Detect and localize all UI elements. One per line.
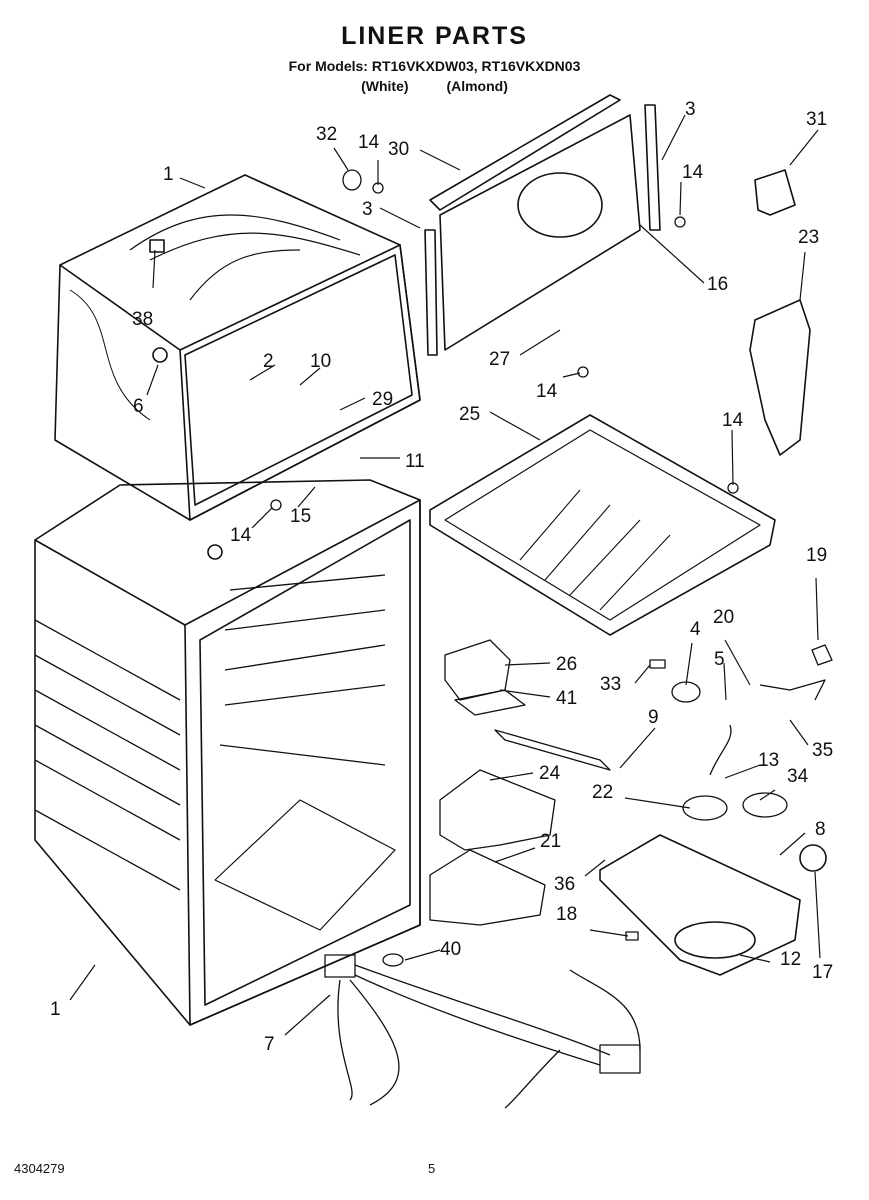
- control-housing: [749, 169, 811, 456]
- color-white-label: (White): [361, 78, 409, 94]
- callout-29: 29: [372, 389, 393, 410]
- callout-32: 32: [316, 124, 337, 145]
- small-parts: [270, 169, 833, 967]
- callout-18: 18: [556, 904, 577, 925]
- callout-31: 31: [806, 109, 827, 130]
- page-title: LINER PARTS: [341, 22, 528, 50]
- callout-8: 8: [815, 819, 826, 840]
- callout-11: 11: [405, 451, 425, 472]
- callout-14a: 14: [358, 132, 380, 153]
- callout-27: 27: [489, 349, 510, 370]
- callout-33: 33: [600, 674, 621, 695]
- callout-16: 16: [707, 274, 728, 295]
- wire-harness: [324, 954, 641, 1109]
- callout-3a: 3: [362, 199, 373, 220]
- callout-36: 36: [554, 874, 575, 895]
- callout-23: 23: [798, 227, 819, 248]
- callout-1b: 1: [50, 999, 61, 1020]
- callout-5: 5: [714, 649, 725, 670]
- callout-10: 10: [310, 351, 331, 372]
- callout-1a: 1: [163, 164, 174, 185]
- freezer-liner: [54, 174, 421, 521]
- callout-22: 22: [592, 782, 613, 803]
- page-number: 5: [428, 1161, 436, 1176]
- callout-40: 40: [440, 939, 461, 960]
- callout-20: 20: [713, 607, 734, 628]
- callout-17: 17: [812, 962, 833, 983]
- callout-13: 13: [758, 750, 779, 771]
- callout-26: 26: [556, 654, 577, 675]
- callout-15: 15: [290, 506, 311, 527]
- leader-lines: [69, 114, 821, 1036]
- color-variants: (White) (Almond): [0, 78, 869, 94]
- light-housing: [599, 834, 827, 976]
- callout-41: 41: [556, 688, 577, 709]
- callout-14e: 14: [230, 525, 252, 546]
- callout-6: 6: [133, 396, 144, 417]
- rear-panel: [424, 94, 661, 356]
- callout-34: 34: [787, 766, 809, 787]
- callout-labels: 1 1 2 3 3 4 5 6 7 8 9 10 11 12 13 14 14 …: [50, 99, 833, 1055]
- models-line: For Models: RT16VKXDW03, RT16VKXDN03: [288, 58, 581, 74]
- callout-4: 4: [690, 619, 701, 640]
- document-number: 4304279: [14, 1161, 65, 1176]
- callout-12: 12: [780, 949, 801, 970]
- callout-24: 24: [539, 763, 561, 784]
- callout-38: 38: [132, 309, 153, 330]
- callout-14c: 14: [536, 381, 558, 402]
- callout-9: 9: [648, 707, 659, 728]
- callout-2: 2: [263, 351, 274, 372]
- callout-7: 7: [264, 1034, 275, 1055]
- drain-pan: [429, 414, 776, 636]
- callout-19: 19: [806, 545, 827, 566]
- callout-14d: 14: [722, 410, 744, 431]
- color-almond-label: (Almond): [446, 78, 508, 94]
- callout-35: 35: [812, 740, 833, 761]
- callout-14b: 14: [682, 162, 704, 183]
- callout-25: 25: [459, 404, 480, 425]
- callout-21: 21: [540, 831, 561, 852]
- fresh-food-liner: [34, 479, 421, 1026]
- callout-3b: 3: [685, 99, 696, 120]
- callout-30: 30: [388, 139, 409, 160]
